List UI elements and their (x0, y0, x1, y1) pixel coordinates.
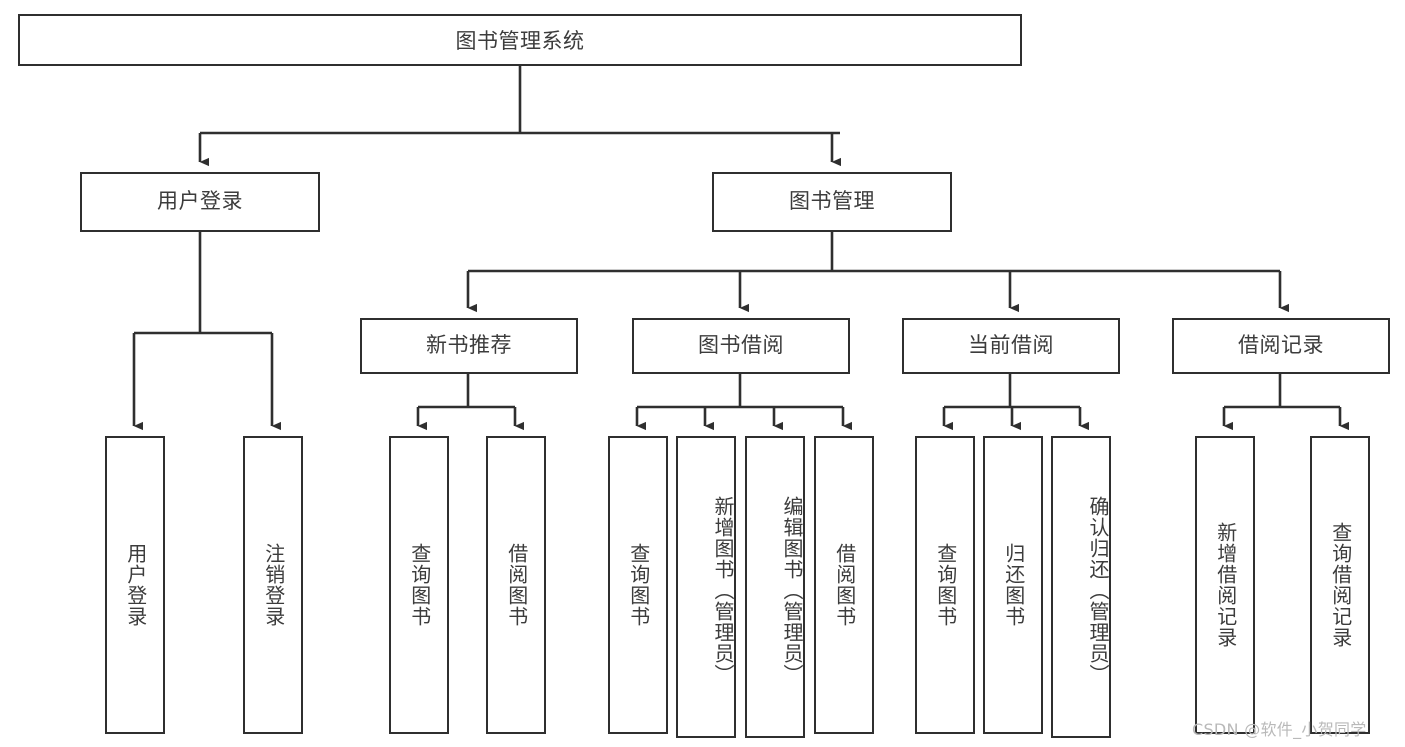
leaf-query-record-label: 查询借阅记录 (1328, 522, 1353, 648)
edges-borrow-record-to-leaves (1222, 374, 1350, 431)
leaf-user-login-label: 用户登录 (123, 543, 148, 627)
edges-book-borrow-to-leaves (635, 374, 853, 431)
node-user-login[interactable]: 用户登录 (80, 172, 320, 232)
leaf-query-book-1-label: 查询图书 (407, 543, 432, 627)
leaf-borrow-book-1-label: 借阅图书 (504, 543, 529, 627)
leaf-return-book[interactable]: 归还图书 (983, 436, 1043, 734)
leaf-add-book-label: 新增图书（管理员） (711, 495, 735, 685)
leaf-query-record[interactable]: 查询借阅记录 (1310, 436, 1370, 734)
leaf-user-login[interactable]: 用户登录 (105, 436, 165, 734)
leaf-query-book-3[interactable]: 查询图书 (915, 436, 975, 734)
node-current-borrow[interactable]: 当前借阅 (902, 318, 1120, 374)
edges-current-borrow-to-leaves (942, 374, 1090, 431)
leaf-edit-book[interactable]: 编辑图书（管理员） (745, 436, 805, 738)
node-book-borrow[interactable]: 图书借阅 (632, 318, 850, 374)
leaf-add-record-label: 新增借阅记录 (1213, 522, 1238, 648)
leaf-edit-book-label: 编辑图书（管理员） (780, 495, 804, 685)
leaf-query-book-2-label: 查询图书 (626, 543, 651, 627)
node-borrow-record-label: 借阅记录 (1238, 333, 1324, 358)
node-root-label: 图书管理系统 (455, 29, 585, 53)
leaf-add-record[interactable]: 新增借阅记录 (1195, 436, 1255, 734)
node-current-borrow-label: 当前借阅 (968, 333, 1054, 358)
leaf-borrow-book-2[interactable]: 借阅图书 (814, 436, 874, 734)
node-book-manage[interactable]: 图书管理 (712, 172, 952, 232)
leaf-add-book[interactable]: 新增图书（管理员） (676, 436, 736, 738)
leaf-confirm-return[interactable]: 确认归还（管理员） (1051, 436, 1111, 738)
node-new-book-recommend[interactable]: 新书推荐 (360, 318, 578, 374)
node-book-borrow-label: 图书借阅 (698, 333, 784, 358)
node-book-manage-label: 图书管理 (789, 189, 875, 214)
leaf-query-book-3-label: 查询图书 (933, 543, 958, 627)
node-root-system[interactable]: 图书管理系统 (18, 14, 1022, 66)
leaf-query-book-2[interactable]: 查询图书 (608, 436, 668, 734)
edges-new-book-recommend-to-leaves (416, 374, 525, 431)
leaf-borrow-book-1[interactable]: 借阅图书 (486, 436, 546, 734)
csdn-watermark: CSDN @软件_小贺同学 (1192, 720, 1367, 739)
leaf-borrow-book-2-label: 借阅图书 (832, 543, 857, 627)
leaf-return-book-label: 归还图书 (1001, 543, 1026, 627)
leaf-query-book-1[interactable]: 查询图书 (389, 436, 449, 734)
leaf-confirm-return-label: 确认归还（管理员） (1086, 495, 1110, 685)
node-new-book-recommend-label: 新书推荐 (426, 333, 512, 358)
leaf-logout-login-label: 注销登录 (261, 543, 286, 627)
node-user-login-label: 用户登录 (157, 189, 243, 214)
edges-book-manage-to-level3 (466, 232, 1290, 313)
edges-root-to-level2 (198, 66, 842, 167)
edges-user-login-to-leaves (132, 232, 282, 431)
node-borrow-record[interactable]: 借阅记录 (1172, 318, 1390, 374)
leaf-logout-login[interactable]: 注销登录 (243, 436, 303, 734)
